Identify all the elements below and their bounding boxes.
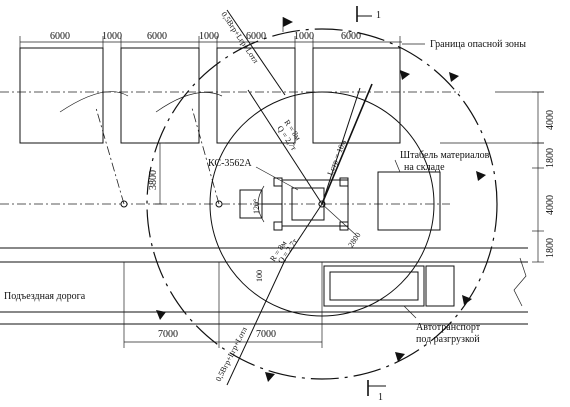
stack-label-line2: на складе — [404, 162, 445, 173]
dim-3800: 3800 — [148, 142, 165, 205]
dim-100-label: 100 — [255, 270, 264, 282]
right-dimension-chain: 4000 1800 4000 1800 — [440, 91, 556, 263]
stack-label-line1: Штабель материалов — [400, 150, 490, 161]
svg-text:1: 1 — [378, 392, 383, 403]
crane-radius-circle — [209, 91, 435, 317]
svg-text:1: 1 — [376, 10, 381, 21]
top-dim-2: 1000 — [102, 31, 122, 42]
boom-sweep-arcs — [59, 91, 223, 205]
bottom-dim-1: 7000 — [158, 329, 178, 340]
top-dim-6: 1000 — [294, 31, 314, 42]
top-dim-5: 6000 — [246, 31, 266, 42]
material-stack: Штабель материалов на складе — [377, 150, 490, 231]
truck-label-line1: Автотранспорт — [416, 322, 481, 333]
access-road: Подъездная дорога — [0, 247, 528, 325]
truck-under-unloading: Автотранспорт под разгрузкой — [323, 265, 481, 345]
top-dimension-chain: 6000 1000 6000 1000 6000 1000 6000 — [19, 31, 402, 48]
section-mark-bottom: 1 — [367, 380, 386, 403]
right-dim-4: 1800 — [545, 238, 556, 258]
right-dim-2: 1800 — [545, 148, 556, 168]
right-dim-3: 4000 — [545, 195, 556, 215]
top-dim-7: 6000 — [341, 31, 361, 42]
formula-labels: 0,5Bгр+Lгр+Lотл R = 8м Q = 2,7т Lстр = 1… — [214, 10, 363, 383]
bottom-dimension-chain: 7000 7000 — [123, 262, 323, 348]
storage-bays — [0, 47, 460, 144]
crane-cabin — [291, 187, 325, 221]
crane-model-label: КС-3562А — [208, 158, 252, 169]
angle-120-label: 120° — [252, 199, 261, 214]
top-dim-4: 1000 — [199, 31, 219, 42]
dim-2800-label: 2800 — [346, 231, 362, 249]
top-dim-1: 6000 — [50, 31, 70, 42]
section-mark-top: 1 — [356, 6, 381, 22]
crane-ks-3562a: 120° КС-3562А — [208, 158, 349, 231]
top-dim-3: 6000 — [147, 31, 167, 42]
truck-label-line2: под разгрузкой — [416, 334, 480, 345]
right-dim-1: 4000 — [545, 110, 556, 130]
formula-boom: Lстр = 10м — [326, 139, 348, 177]
svg-text:3800: 3800 — [148, 170, 159, 190]
boom-and-rays — [226, 9, 373, 386]
bottom-dim-2: 7000 — [256, 329, 276, 340]
truck-cab — [425, 265, 455, 307]
crane-axis — [0, 200, 450, 208]
truck-body — [323, 265, 425, 307]
road-label: Подъездная дорога — [4, 291, 86, 302]
danger-zone-label: Граница опасной зоны — [430, 39, 526, 50]
danger-zone-boundary: Граница опасной зоны — [146, 17, 526, 382]
